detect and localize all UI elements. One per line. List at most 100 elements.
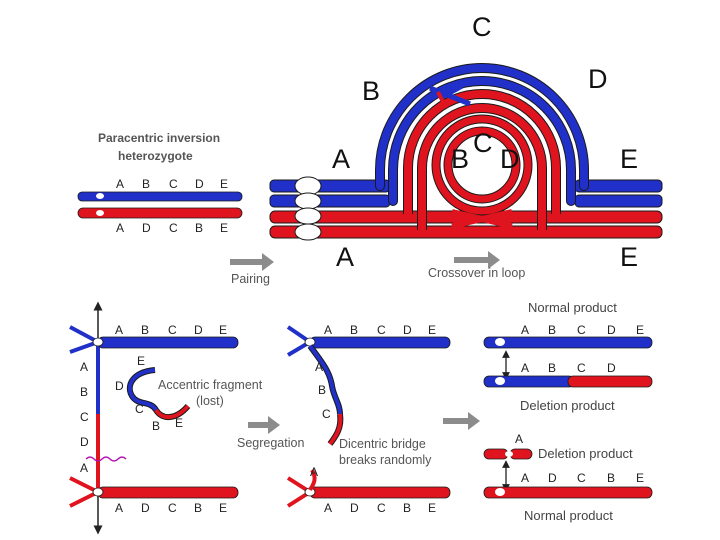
gene-label: B <box>318 383 326 397</box>
gene-label: B <box>194 501 202 515</box>
products-figure: Normal product A B C D E A B C D Deletio… <box>483 300 653 523</box>
bridge-bottom-genes: A D C B E <box>324 501 436 515</box>
normal-top-centromere <box>495 338 505 346</box>
label-top-c: C <box>472 12 492 42</box>
gene-label: E <box>137 354 145 368</box>
bridge-bottom-chromatid <box>309 486 451 499</box>
gene-label: C <box>377 323 386 337</box>
bridge-side-genes: A B C A <box>310 360 331 479</box>
gene-label: A <box>521 471 529 485</box>
deletion2-left <box>483 448 509 460</box>
gene-label: E <box>219 501 227 515</box>
bridge-red-strand <box>328 413 343 446</box>
gene-label: E <box>220 177 228 191</box>
segregation-arrow <box>248 416 280 434</box>
anaphase-vertical-genes: A B C D A <box>80 360 89 475</box>
gene-label: E <box>428 323 436 337</box>
bottom-chromatid <box>97 486 239 499</box>
crossover-knot <box>429 83 471 109</box>
gene-label: A <box>80 461 88 475</box>
bridge-blue-strand <box>308 344 342 415</box>
normal-top-genes: A B C D E <box>521 323 644 337</box>
gene-label: B <box>142 177 150 191</box>
gene-label: A <box>116 177 124 191</box>
bridge-centromere-top <box>304 337 316 347</box>
gene-label: A <box>521 323 529 337</box>
bridge-top-chromatid <box>309 336 451 349</box>
normal-product-top <box>483 336 653 349</box>
deletion1-red <box>567 375 653 388</box>
gene-label: C <box>168 323 177 337</box>
gene-label: A <box>521 361 529 375</box>
label-inner-d: D <box>500 144 520 174</box>
gene-label: A <box>80 360 88 374</box>
segregation-label: Segregation <box>237 436 304 450</box>
gene-label: D <box>195 177 204 191</box>
gene-label: D <box>607 361 616 375</box>
gene-label: B <box>350 323 358 337</box>
gene-label: B <box>80 385 88 399</box>
pairing-arrow <box>230 253 274 271</box>
gene-label: E <box>175 416 183 430</box>
break-point <box>85 456 127 462</box>
crossover-label: Crossover in loop <box>428 266 525 280</box>
centromere-normal <box>96 193 104 199</box>
fragment-label-line1: Accentric fragment <box>158 378 263 392</box>
gene-label: D <box>548 471 557 485</box>
label-top-b: B <box>362 76 380 106</box>
gene-label: C <box>80 410 89 424</box>
deletion2-right <box>509 448 533 460</box>
deletion-product-1-label: Deletion product <box>520 398 615 413</box>
gene-label: B <box>152 419 160 433</box>
label-inner-b: B <box>451 144 469 174</box>
normal-product-bottom <box>483 486 653 499</box>
normal-chromosome <box>77 191 243 202</box>
gene-label: B <box>141 323 149 337</box>
gene-label: C <box>377 501 386 515</box>
gene-label: C <box>577 323 586 337</box>
gene-label: E <box>636 323 644 337</box>
gene-label: D <box>80 435 89 449</box>
gene-label: D <box>607 323 616 337</box>
label-top-e: E <box>620 144 638 174</box>
bridge-red-stub <box>308 468 317 491</box>
gene-label: C <box>169 177 178 191</box>
pairing-label: Pairing <box>231 272 270 286</box>
vertical-blue-segment <box>96 346 100 414</box>
gene-label: C <box>169 221 178 235</box>
normal-product-top-label: Normal product <box>528 300 617 315</box>
label-bottom-a: A <box>336 242 354 272</box>
gene-label: A <box>310 465 318 479</box>
gene-label: A <box>115 323 123 337</box>
bridge-label-line1: Dicentric bridge <box>339 437 426 451</box>
anaphase-top-genes: A B C D E <box>115 323 227 337</box>
centromere-top <box>92 337 104 347</box>
gene-label: C <box>577 361 586 375</box>
gene-label: D <box>115 379 124 393</box>
products-arrow <box>443 412 480 430</box>
gene-label: A <box>324 323 332 337</box>
gene-label: E <box>636 471 644 485</box>
gene-label: E <box>428 501 436 515</box>
gene-label: E <box>219 323 227 337</box>
centromeres <box>294 176 322 241</box>
label-inner-c: C <box>473 128 493 158</box>
gene-label: D <box>142 221 151 235</box>
label-bottom-e: E <box>620 242 638 272</box>
gene-label: E <box>220 221 228 235</box>
gene-label: B <box>403 501 411 515</box>
gene-label: D <box>350 501 359 515</box>
gene-label: B <box>195 221 203 235</box>
normal-bottom-genes: A D C B E <box>521 471 644 485</box>
deletion1-genes: A B C D <box>521 361 616 375</box>
label-top-d: D <box>588 64 608 94</box>
pairing-loop-figure: C B D A E B C D A E <box>269 12 663 272</box>
heterozygote-title-line1: Paracentric inversion <box>98 131 220 145</box>
gene-label: B <box>607 471 615 485</box>
crossover-step: Crossover in loop <box>428 251 525 280</box>
gene-label: A <box>315 360 323 374</box>
gene-label: A <box>116 221 124 235</box>
centromere-bottom <box>92 487 104 497</box>
pairing-step: Pairing <box>230 253 274 286</box>
